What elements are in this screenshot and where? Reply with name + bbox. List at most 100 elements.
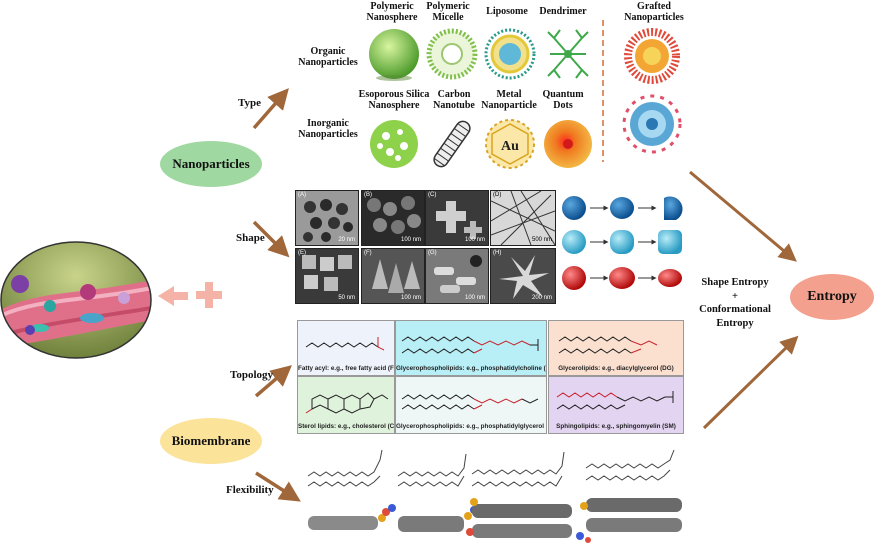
type-label-liposome: Liposome [486, 6, 528, 17]
shape-row-cyan [562, 230, 682, 254]
grafted-nanoparticle-icons [622, 28, 682, 154]
lipid-caption-pg: Glycerophospholipids: e.g., phosphatidyl… [396, 423, 547, 430]
polymeric-micelle-icon [426, 28, 478, 80]
em-panel-g: (G) 100 nm [425, 248, 489, 304]
topology-label: Topology [230, 369, 274, 381]
lipid-panel-ffa: Fatty acyl: e.g., free fatty acid (FFA) [297, 320, 395, 376]
em-panel-h-scale: 200 nm [531, 295, 552, 301]
mesoporous-silica-icon [370, 120, 418, 168]
em-panel-h: (H) 200 nm [490, 248, 556, 304]
lipid-panel-pg: Glycerophospholipids: e.g., phosphatidyl… [395, 376, 547, 434]
lipid-structure-pg [401, 394, 539, 410]
type-label: Type [238, 97, 262, 109]
entropy-description: Shape Entropy + Conformational Entropy [699, 277, 771, 329]
type-label-quantum-dots: Quantum Dots [542, 89, 584, 111]
lipid-caption-pc: Glycerophospholipids: e.g., phosphatidyl… [396, 365, 547, 372]
flexibility-arrow [255, 471, 301, 502]
flexibility-structures [307, 449, 682, 543]
em-panel-g-id: (G) [428, 250, 437, 256]
biomembrane-label: Biomembrane [171, 433, 251, 448]
dendrimer-icon [547, 29, 589, 79]
lipid-structure-sm [556, 391, 674, 410]
lipid-structure-ffa [305, 337, 385, 351]
shape-row-red [562, 266, 682, 290]
shape-label: Shape [236, 232, 265, 244]
type-label-carbon-nanotube: Carbon Nanotube [433, 89, 475, 111]
flexibility-skeletal-formulas [307, 449, 675, 487]
em-panel-a-scale: 20 nm [338, 237, 355, 243]
lipid-structure-pc [401, 336, 539, 354]
inorganic-category-label: Inorganic Nanoparticles [298, 118, 358, 140]
em-panel-f: (F) 100 nm [361, 248, 425, 304]
metal-nanoparticle-icon: Au [485, 119, 535, 169]
type-label-dendrimer: Dendrimer [539, 6, 587, 17]
shape-row-blue [562, 196, 683, 220]
em-panel-b-scale: 100 nm [400, 237, 421, 243]
lipid-caption-cho: Sterol lipids: e.g., cholesterol (Cho) [298, 423, 395, 430]
em-panel-d-scale: 500 nm [531, 237, 552, 243]
lipid-panel-sm: Sphingolipids: e.g., sphingomyelin (SM) [548, 376, 684, 434]
cell-membrane-illustration [0, 241, 152, 359]
em-panel-g-scale: 100 nm [464, 295, 485, 301]
type-label-metal-nanoparticle: Metal Nanoparticle [481, 89, 537, 111]
lipid-caption-dg: Glycerolipids: e.g., diacylglycerol (DG) [558, 365, 674, 372]
type-label-polymeric-nanosphere: Polymeric Nanosphere [366, 1, 418, 23]
virus-particle-icon [118, 292, 130, 304]
np-entropy-arrow [689, 170, 797, 262]
em-panel-b-id: (B) [364, 192, 372, 198]
flexibility-molecular-models [308, 498, 682, 543]
lipid-panel-dg: Glycerolipids: e.g., diacylglycerol (DG) [548, 320, 684, 376]
left-pointer-arrow [158, 286, 188, 306]
em-panel-f-id: (F) [364, 250, 372, 256]
carbon-nanotube-icon [433, 120, 471, 168]
em-panel-c-scale: 100 nm [464, 237, 485, 243]
virus-particle-icon [80, 284, 96, 300]
metal-symbol: Au [501, 139, 519, 154]
em-panel-d-id: (D) [493, 192, 502, 198]
organic-category-label: Organic Nanoparticles [298, 46, 358, 68]
em-panel-e: (E) 50 nm [295, 248, 359, 304]
lipid-caption-ffa: Fatty acyl: e.g., free fatty acid (FFA) [298, 365, 395, 372]
organic-nanoparticle-icons [369, 28, 589, 81]
lipid-caption-sm: Sphingolipids: e.g., sphingomyelin (SM) [556, 423, 676, 430]
em-panel-f-scale: 100 nm [400, 295, 421, 301]
nanoparticles-node: Nanoparticles [160, 141, 262, 187]
entropy-label: Entropy [807, 289, 857, 304]
grafted-nanoparticle-icon-2 [622, 94, 682, 154]
em-panel-c-id: (C) [428, 192, 437, 198]
type-arrow [252, 88, 289, 130]
lipid-panel-pc: Glycerophospholipids: e.g., phosphatidyl… [395, 320, 547, 376]
virus-particle-icon [25, 325, 35, 335]
biomembrane-node: Biomembrane [160, 418, 262, 464]
shape-arrow [252, 220, 290, 258]
lipid-panel-cho: Sterol lipids: e.g., cholesterol (Cho) [297, 376, 395, 434]
type-label-polymeric-micelle: Polymeric Micelle [426, 1, 470, 23]
entropy-node: Entropy [790, 274, 874, 320]
polymeric-nanosphere-icon [369, 29, 419, 81]
shape-transformation-diagram [562, 196, 683, 290]
inorganic-nanoparticle-icons: Au [370, 119, 592, 169]
em-panel-e-scale: 50 nm [338, 295, 355, 301]
plus-sign [196, 282, 222, 308]
type-label-mesoporous-silica: Esoporous Silica Nanosphere [358, 89, 430, 111]
liposome-icon [484, 28, 536, 80]
em-panel-b: (B) 100 nm [361, 190, 425, 246]
grafted-label: Grafted Nanoparticles [624, 1, 684, 23]
em-panel-a-id: (A) [298, 192, 306, 198]
lipid-structure-dg [558, 336, 658, 354]
nanoparticles-label: Nanoparticles [172, 156, 250, 171]
topology-arrow [254, 365, 292, 398]
lipid-structure-cho [305, 392, 389, 414]
virus-particle-icon [44, 300, 56, 312]
em-panel-a: (A) 20 nm [295, 190, 359, 246]
virus-particle-icon [11, 275, 29, 293]
grafted-nanoparticle-icon-1 [624, 28, 680, 84]
quantum-dot-icon [544, 120, 592, 168]
em-panel-h-id: (H) [493, 250, 502, 256]
em-panel-c: (C) 100 nm [425, 190, 489, 246]
flexibility-label: Flexibility [226, 484, 274, 496]
bio-entropy-arrow [702, 335, 799, 430]
em-panel-d: (D) 500 nm [490, 190, 556, 246]
